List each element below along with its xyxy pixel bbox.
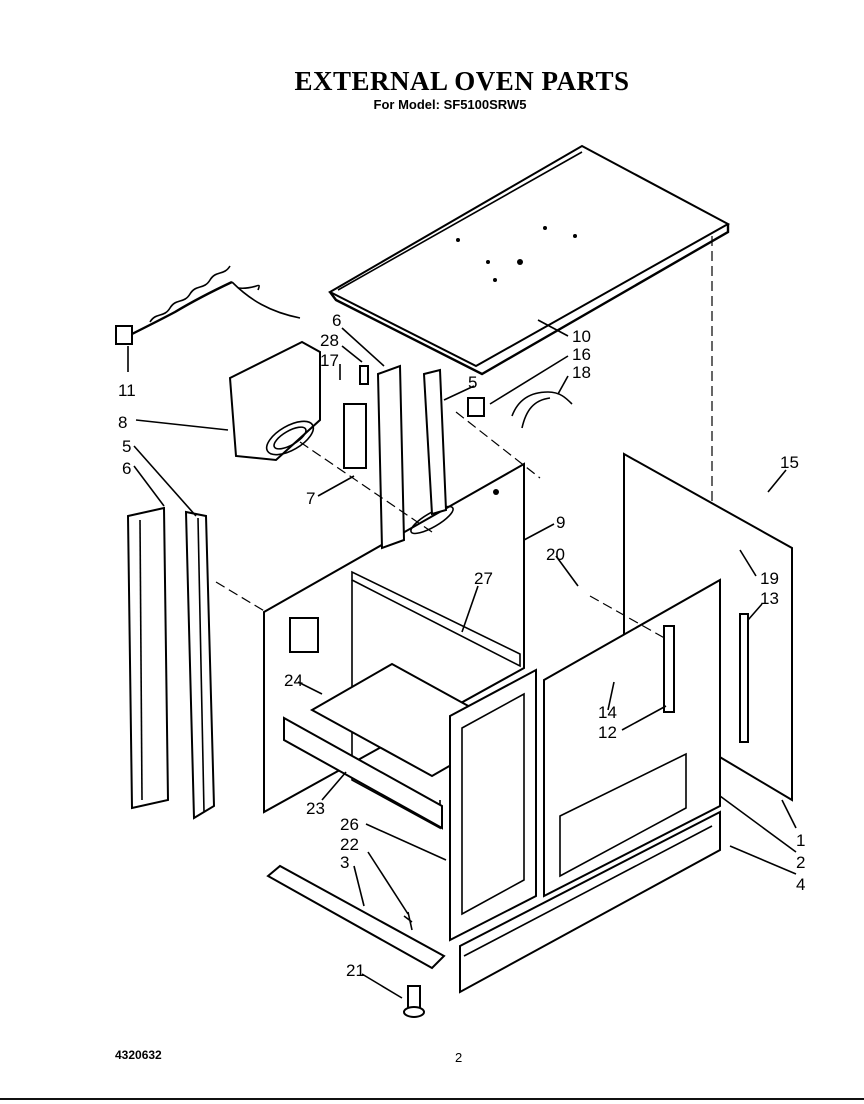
callout-26: 26 xyxy=(340,815,359,834)
bottom-rails xyxy=(266,810,721,994)
callout-9: 9 xyxy=(556,513,565,532)
callout-2: 2 xyxy=(796,853,805,872)
callout-labels: 11 8 5 6 6 28 17 5 10 16 18 7 9 20 27 15… xyxy=(118,311,805,980)
power-cord xyxy=(115,265,301,345)
callout-8: 8 xyxy=(118,413,127,432)
blower-housing xyxy=(228,340,321,462)
model-subtitle: For Model: SF5100SRW5 xyxy=(373,97,527,112)
rear-brackets xyxy=(376,364,448,550)
callout-18: 18 xyxy=(572,363,591,382)
leader-lines xyxy=(127,319,797,999)
page-number: 2 xyxy=(455,1050,463,1065)
right-inner-side xyxy=(543,578,721,898)
callout-17: 17 xyxy=(320,351,339,370)
document-code: 4320632 xyxy=(115,1048,162,1062)
inner-liner xyxy=(351,570,521,668)
callout-4: 4 xyxy=(796,875,805,894)
front-frame xyxy=(283,716,443,830)
callout-11: 11 xyxy=(118,381,136,400)
front-door-frame xyxy=(449,668,537,942)
wiring-harness xyxy=(511,391,573,429)
left-side-brackets xyxy=(126,506,216,820)
callout-16: 16 xyxy=(572,345,591,364)
leveling-leg xyxy=(403,985,425,1018)
callout-28: 28 xyxy=(320,331,339,350)
top-panel xyxy=(327,144,731,376)
callout-23: 23 xyxy=(306,799,325,818)
callout-22: 22 xyxy=(340,835,359,854)
callout-10: 10 xyxy=(572,327,591,346)
callout-3: 3 xyxy=(340,853,349,872)
callout-20: 20 xyxy=(546,545,565,564)
callout-19: 19 xyxy=(760,569,779,588)
terminal-block xyxy=(467,397,485,417)
page-title: EXTERNAL OVEN PARTS xyxy=(294,66,630,96)
callout-7: 7 xyxy=(306,489,315,508)
callout-24: 24 xyxy=(284,671,303,690)
callout-14: 14 xyxy=(598,703,617,722)
screw xyxy=(403,911,413,931)
callout-12: 12 xyxy=(598,723,617,742)
bottom-rule xyxy=(0,1098,864,1100)
callout-5b: 5 xyxy=(468,373,477,392)
callout-27: 27 xyxy=(474,569,493,588)
callout-5a: 5 xyxy=(122,437,131,456)
callout-13: 13 xyxy=(760,589,779,608)
callout-21: 21 xyxy=(346,961,365,980)
callout-1: 1 xyxy=(796,831,805,850)
callout-15: 15 xyxy=(780,453,799,472)
callout-6b: 6 xyxy=(332,311,341,330)
mount-bracket xyxy=(343,403,367,469)
callout-6a: 6 xyxy=(122,459,131,478)
